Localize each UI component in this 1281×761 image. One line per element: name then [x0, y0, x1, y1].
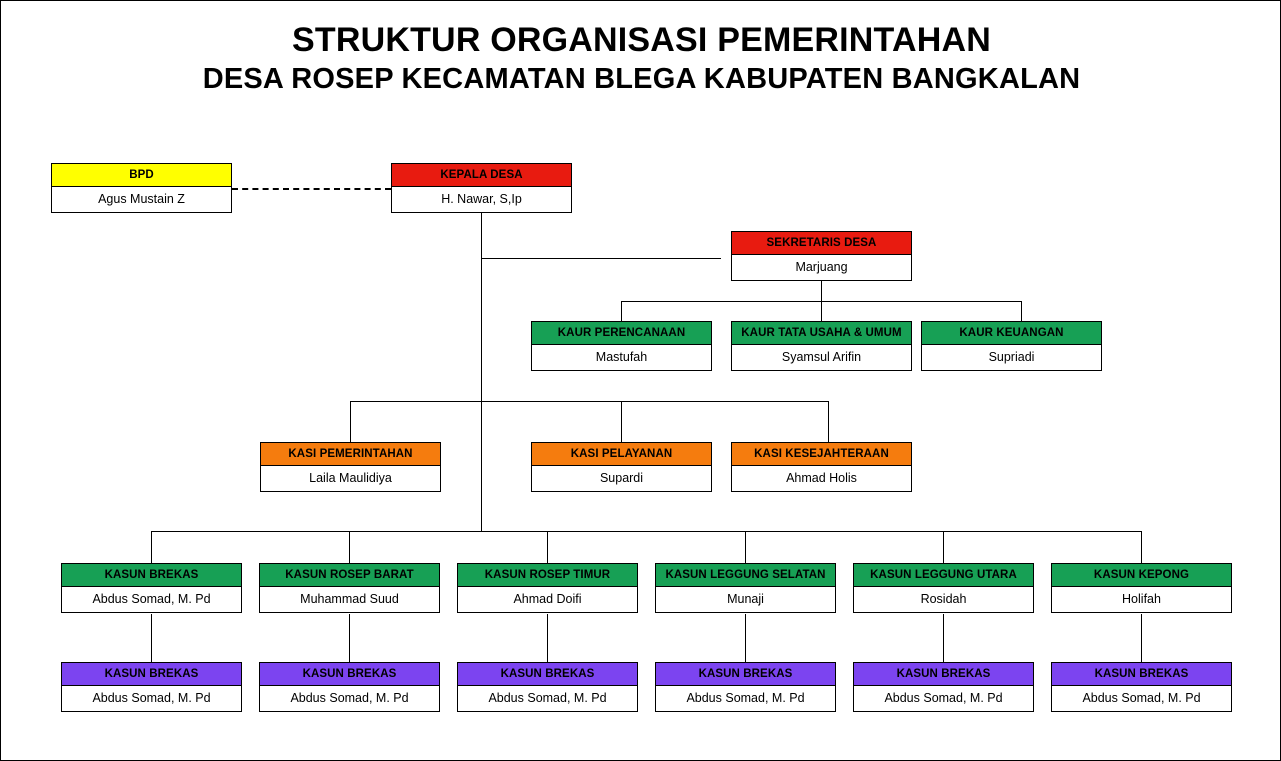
edge-drop-kaur-keuangan [1021, 301, 1022, 321]
node-staf-3-role: KASUN BREKAS [457, 662, 638, 686]
node-kaur-tata-usaha-umum[interactable]: KAUR TATA USAHA & UMUM Syamsul Arifin [731, 321, 912, 371]
edge-kasi-bus [350, 401, 828, 402]
node-kaur-perencanaan-name: Mastufah [531, 345, 712, 371]
edge-kasun-1-to-staf-1 [151, 614, 152, 662]
node-kasi-pelayanan-role: KASI PELAYANAN [531, 442, 712, 466]
chart-title-block: STRUKTUR ORGANISASI PEMERINTAHAN DESA RO… [1, 19, 1280, 99]
node-kasi-kesejahteraan[interactable]: KASI KESEJAHTERAAN Ahmad Holis [731, 442, 912, 492]
node-staf-4-name: Abdus Somad, M. Pd [655, 686, 836, 712]
node-kasun-kepong-name: Holifah [1051, 587, 1232, 613]
node-kasun-brekas-name: Abdus Somad, M. Pd [61, 587, 242, 613]
node-kaur-keuangan-role: KAUR KEUANGAN [921, 321, 1102, 345]
node-kepala-desa-role: KEPALA DESA [391, 163, 572, 187]
node-staf-3[interactable]: KASUN BREKAS Abdus Somad, M. Pd [457, 662, 638, 712]
node-kasi-pemerintahan[interactable]: KASI PEMERINTAHAN Laila Maulidiya [260, 442, 441, 492]
node-kasun-rosep-barat[interactable]: KASUN ROSEP BARAT Muhammad Suud [259, 563, 440, 613]
node-kasun-leggung-utara[interactable]: KASUN LEGGUNG UTARA Rosidah [853, 563, 1034, 613]
node-kasun-rosep-barat-role: KASUN ROSEP BARAT [259, 563, 440, 587]
node-staf-6-name: Abdus Somad, M. Pd [1051, 686, 1232, 712]
edge-drop-kasi-pemerintahan [350, 401, 351, 442]
node-kasun-kepong-role: KASUN KEPONG [1051, 563, 1232, 587]
node-kaur-tata-usaha-umum-name: Syamsul Arifin [731, 345, 912, 371]
node-bpd-role: BPD [51, 163, 232, 187]
node-staf-6[interactable]: KASUN BREKAS Abdus Somad, M. Pd [1051, 662, 1232, 712]
node-kaur-tata-usaha-umum-role: KAUR TATA USAHA & UMUM [731, 321, 912, 345]
node-staf-5[interactable]: KASUN BREKAS Abdus Somad, M. Pd [853, 662, 1034, 712]
node-kasun-rosep-barat-name: Muhammad Suud [259, 587, 440, 613]
node-kasi-kesejahteraan-name: Ahmad Holis [731, 466, 912, 492]
node-kasi-kesejahteraan-role: KASI KESEJAHTERAAN [731, 442, 912, 466]
node-bpd[interactable]: BPD Agus Mustain Z [51, 163, 232, 213]
edge-kasun-5-to-staf-5 [943, 614, 944, 662]
node-kasun-rosep-timur-role: KASUN ROSEP TIMUR [457, 563, 638, 587]
node-kepala-desa-name: H. Nawar, S,Ip [391, 187, 572, 213]
node-kasun-leggung-utara-role: KASUN LEGGUNG UTARA [853, 563, 1034, 587]
node-kasi-pelayanan-name: Supardi [531, 466, 712, 492]
edge-drop-kaur-tata-usaha [821, 301, 822, 321]
node-staf-1-name: Abdus Somad, M. Pd [61, 686, 242, 712]
node-kaur-keuangan[interactable]: KAUR KEUANGAN Supriadi [921, 321, 1102, 371]
node-kasun-leggung-selatan-role: KASUN LEGGUNG SELATAN [655, 563, 836, 587]
edge-drop-kasi-pelayanan [621, 401, 622, 442]
edge-drop-kasun-5 [943, 531, 944, 563]
edge-drop-kasun-4 [745, 531, 746, 563]
edge-kasun-3-to-staf-3 [547, 614, 548, 662]
edge-drop-kasun-2 [349, 531, 350, 563]
node-staf-5-name: Abdus Somad, M. Pd [853, 686, 1034, 712]
edge-kepala-to-sekretaris [481, 258, 721, 259]
node-kasun-leggung-utara-name: Rosidah [853, 587, 1034, 613]
edge-kasun-4-to-staf-4 [745, 614, 746, 662]
node-sekretaris-desa-role: SEKRETARIS DESA [731, 231, 912, 255]
node-kasun-leggung-selatan[interactable]: KASUN LEGGUNG SELATAN Munaji [655, 563, 836, 613]
node-kasi-pemerintahan-name: Laila Maulidiya [260, 466, 441, 492]
node-staf-1-role: KASUN BREKAS [61, 662, 242, 686]
node-staf-2[interactable]: KASUN BREKAS Abdus Somad, M. Pd [259, 662, 440, 712]
edge-kasun-6-to-staf-6 [1141, 614, 1142, 662]
node-staf-5-role: KASUN BREKAS [853, 662, 1034, 686]
node-kasun-brekas-role: KASUN BREKAS [61, 563, 242, 587]
node-kasun-leggung-selatan-name: Munaji [655, 587, 836, 613]
node-staf-6-role: KASUN BREKAS [1051, 662, 1232, 686]
edge-sekretaris-stub [821, 281, 822, 301]
node-staf-2-name: Abdus Somad, M. Pd [259, 686, 440, 712]
node-kasun-rosep-timur[interactable]: KASUN ROSEP TIMUR Ahmad Doifi [457, 563, 638, 613]
node-kasi-pemerintahan-role: KASI PEMERINTAHAN [260, 442, 441, 466]
node-kepala-desa[interactable]: KEPALA DESA H. Nawar, S,Ip [391, 163, 572, 213]
node-kaur-perencanaan-role: KAUR PERENCANAAN [531, 321, 712, 345]
node-kasi-pelayanan[interactable]: KASI PELAYANAN Supardi [531, 442, 712, 492]
page-title-line-2: DESA ROSEP KECAMATAN BLEGA KABUPATEN BAN… [202, 63, 1081, 96]
edge-drop-kaur-perencanaan [621, 301, 622, 321]
edge-kasun-2-to-staf-2 [349, 614, 350, 662]
node-kaur-perencanaan[interactable]: KAUR PERENCANAAN Mastufah [531, 321, 712, 371]
page-title-line-1: STRUKTUR ORGANISASI PEMERINTAHAN [291, 21, 991, 59]
node-staf-1[interactable]: KASUN BREKAS Abdus Somad, M. Pd [61, 662, 242, 712]
node-kasun-rosep-timur-name: Ahmad Doifi [457, 587, 638, 613]
edge-drop-kasi-kesejahteraan [828, 401, 829, 442]
node-kasun-kepong[interactable]: KASUN KEPONG Holifah [1051, 563, 1232, 613]
node-staf-2-role: KASUN BREKAS [259, 662, 440, 686]
node-staf-3-name: Abdus Somad, M. Pd [457, 686, 638, 712]
node-staf-4-role: KASUN BREKAS [655, 662, 836, 686]
node-kaur-keuangan-name: Supriadi [921, 345, 1102, 371]
edge-trunk-kepala-desa [481, 212, 482, 532]
node-staf-4[interactable]: KASUN BREKAS Abdus Somad, M. Pd [655, 662, 836, 712]
edge-drop-kasun-6 [1141, 531, 1142, 563]
node-bpd-name: Agus Mustain Z [51, 187, 232, 213]
edge-drop-kasun-1 [151, 531, 152, 563]
node-kasun-brekas[interactable]: KASUN BREKAS Abdus Somad, M. Pd [61, 563, 242, 613]
edge-bpd-to-kepala-desa [232, 188, 391, 190]
node-sekretaris-desa[interactable]: SEKRETARIS DESA Marjuang [731, 231, 912, 281]
edge-kasun-bus [151, 531, 1142, 532]
node-sekretaris-desa-name: Marjuang [731, 255, 912, 281]
edge-drop-kasun-3 [547, 531, 548, 563]
